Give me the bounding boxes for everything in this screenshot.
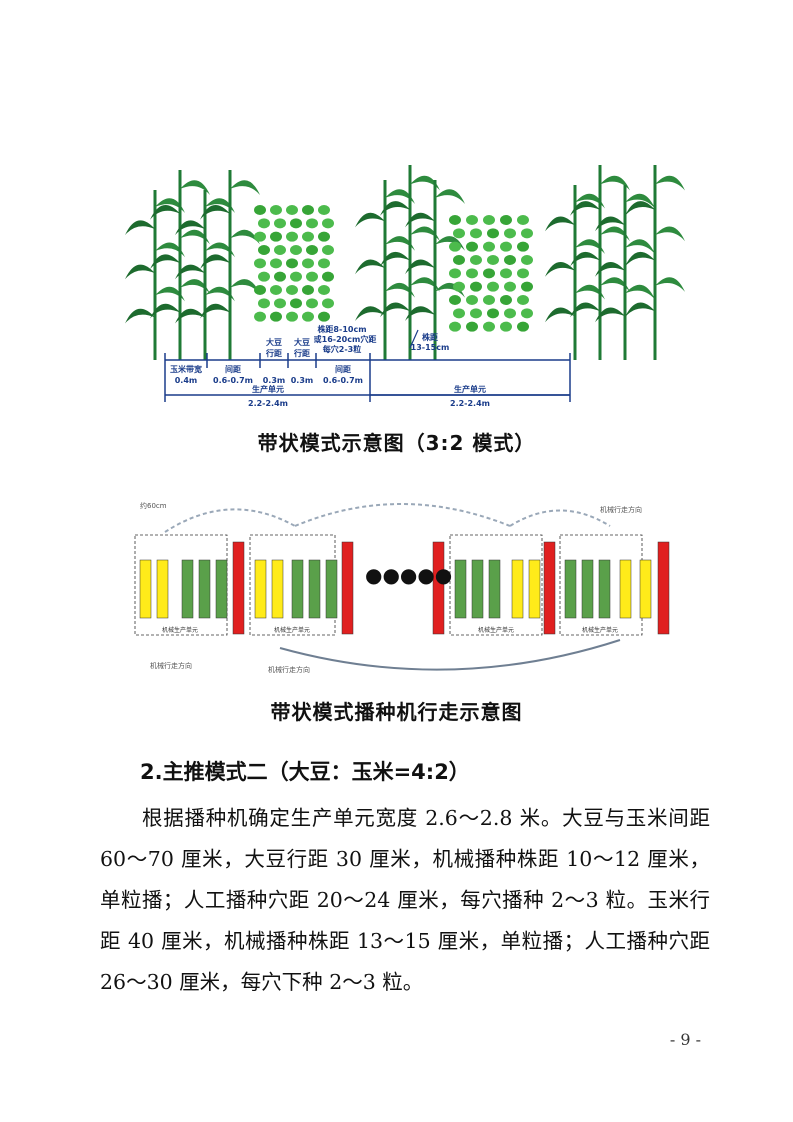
soy-row1-label: 大豆 <box>266 337 282 347</box>
soy-row1-label-b: 行距 <box>265 348 282 358</box>
soybean-row-bar <box>181 559 194 619</box>
unit-label-1: 机械生产单元 <box>162 626 198 634</box>
corn-row-bar <box>254 559 267 619</box>
soybean-row-bar <box>581 559 594 619</box>
soybean-row-bar <box>454 559 467 619</box>
gap2-label: 间距 <box>335 364 351 374</box>
soybean-cluster <box>449 215 533 332</box>
soybean-row-bar <box>564 559 577 619</box>
corn-row-bar <box>156 559 169 619</box>
soybean-row-bar <box>198 559 211 619</box>
soybean-row-bar <box>598 559 611 619</box>
boundary-bar <box>543 541 556 635</box>
corn-plant <box>150 170 210 360</box>
top-left-label: 约60cm <box>140 501 167 510</box>
seeder-walking-diagram: 约60cm 机械行走方向 机械行走方向 机械行走方向 机械生产单元 机械生产单元… <box>134 501 670 674</box>
soybean-cluster <box>254 205 334 322</box>
boundary-bar <box>432 541 445 635</box>
unit-label-3: 机械生产单元 <box>478 626 514 634</box>
strip-pattern-illustration: 玉米带宽 0.4m 间距 0.6-0.7m 大豆 行距 0.3m 大豆 行距 0… <box>125 165 685 408</box>
soybean-row-bar <box>325 559 338 619</box>
soy-row2-value: 0.3m <box>291 376 314 385</box>
direction-bottom-left-label: 机械行走方向 <box>150 661 192 670</box>
corn-row-bar <box>511 559 524 619</box>
corn-plant <box>125 190 185 360</box>
soybean-row-bar <box>291 559 304 619</box>
unit1-value: 2.2-2.4m <box>248 399 288 408</box>
corn-plant <box>175 190 235 360</box>
figure1-caption: 带状模式示意图（3:2 模式） <box>257 431 536 455</box>
figure2-caption: 带状模式播种机行走示意图 <box>270 700 523 724</box>
corn-spacing-label-1: 株距 <box>422 332 438 342</box>
unit-label-2: 机械生产单元 <box>274 626 310 634</box>
gap1-label: 间距 <box>225 364 241 374</box>
boundary-bar <box>232 541 245 635</box>
corn-row-bar <box>639 559 652 619</box>
soybean-row-bar <box>471 559 484 619</box>
soybean-row-bar <box>215 559 228 619</box>
gap2-value: 0.6-0.7m <box>323 376 363 385</box>
unit1-label: 生产单元 <box>252 384 284 394</box>
soy-spacing-label-1: 株距8-10cm <box>317 324 366 334</box>
boundary-bar <box>657 541 670 635</box>
section-paragraph: 根据播种机确定生产单元宽度 2.6～2.8 米。大豆与玉米间距 60～70 厘米… <box>100 798 710 1003</box>
corn-plant <box>625 165 685 360</box>
ellipsis-dots: ●●●●● <box>365 563 452 587</box>
direction-bottom-label: 机械行走方向 <box>268 665 310 674</box>
corn-plant <box>570 165 630 360</box>
unit-label-4: 机械生产单元 <box>582 626 618 634</box>
soy-spacing-label-3: 每穴2-3粒 <box>323 344 361 354</box>
soy-row2-label: 大豆 <box>294 337 310 347</box>
corn-strip-value: 0.4m <box>175 376 198 385</box>
soy-spacing-label-2: 或16-20cm穴距 <box>314 334 377 344</box>
gap1-value: 0.6-0.7m <box>213 376 253 385</box>
corn-plant <box>380 165 440 360</box>
corn-row-bar <box>619 559 632 619</box>
unit2-label: 生产单元 <box>454 384 486 394</box>
section-heading: 2.主推模式二（大豆：玉米=4:2） <box>140 760 470 784</box>
corn-spacing-label-2: 13-15cm <box>411 343 450 352</box>
corn-row-bar <box>528 559 541 619</box>
boundary-bar <box>341 541 354 635</box>
corn-strip-label: 玉米带宽 <box>170 364 202 374</box>
unit2-value: 2.2-2.4m <box>450 399 490 408</box>
corn-plant <box>200 170 260 360</box>
soy-row1-value: 0.3m <box>263 376 286 385</box>
direction-top-label: 机械行走方向 <box>600 505 642 514</box>
corn-plant <box>545 185 605 360</box>
page-number: - 9 - <box>669 1030 701 1049</box>
paragraph-text: 根据播种机确定生产单元宽度 2.6～2.8 米。大豆与玉米间距 60～70 厘米… <box>100 806 710 994</box>
corn-row-bar <box>139 559 152 619</box>
soybean-row-bar <box>488 559 501 619</box>
corn-plant <box>595 185 655 360</box>
corn-row-bar <box>271 559 284 619</box>
soy-row2-label-b: 行距 <box>293 348 310 358</box>
soybean-row-bar <box>308 559 321 619</box>
